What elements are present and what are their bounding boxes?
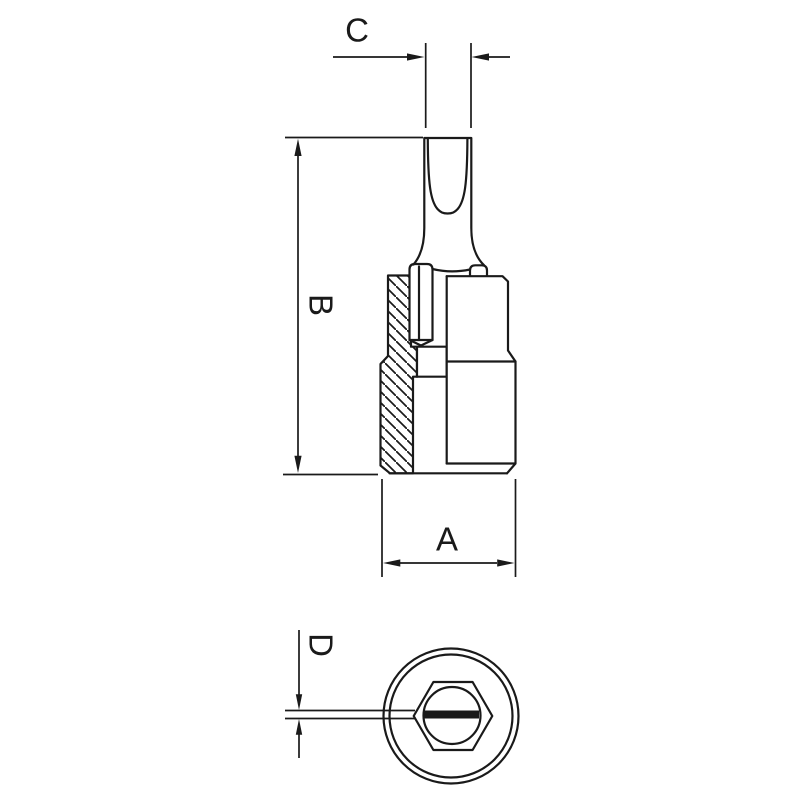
screwdriver-blade	[412, 136, 486, 267]
dimensions-side-view: C B A	[283, 12, 517, 577]
arrowhead	[294, 138, 302, 156]
bottom-view	[382, 647, 520, 785]
bit-hex-corner	[468, 264, 489, 279]
bit-slot	[424, 710, 479, 719]
dimension-c: C	[333, 12, 510, 128]
socket-rim-circle	[388, 653, 514, 779]
dimension-label-b: B	[303, 294, 340, 316]
socket-outer-circle	[382, 647, 520, 785]
blade-ground-hollow	[426, 137, 469, 215]
socket-insert-block	[415, 345, 448, 378]
arrowhead	[471, 53, 489, 61]
arrowhead	[407, 53, 425, 61]
dimension-d: D	[285, 630, 415, 758]
dimension-b: B	[283, 136, 423, 476]
arrowhead	[383, 559, 401, 567]
dimension-a: A	[381, 479, 517, 577]
dimension-label-a: A	[436, 521, 458, 558]
socket-exterior	[388, 275, 517, 475]
arrowhead	[294, 455, 302, 473]
arrowhead	[295, 719, 303, 735]
dimension-label-d: D	[303, 633, 340, 657]
arrowhead	[295, 694, 303, 710]
bit-tip-chamfer	[408, 338, 434, 347]
bit-shank	[408, 262, 434, 347]
bit-hex-top-arc	[431, 267, 472, 273]
arrowhead	[497, 559, 515, 567]
side-view	[379, 136, 517, 475]
dimension-label-c: C	[345, 12, 369, 49]
